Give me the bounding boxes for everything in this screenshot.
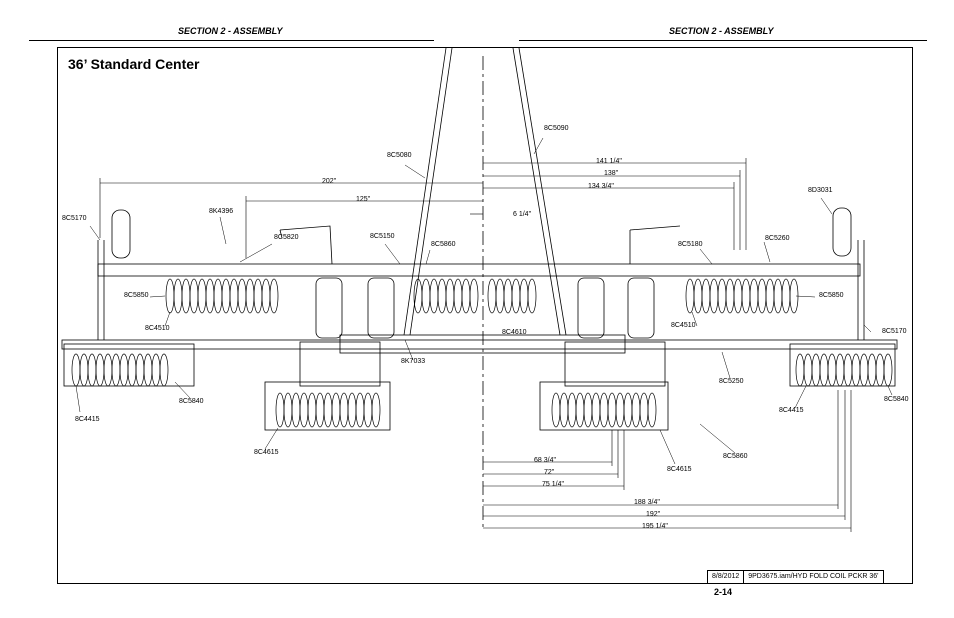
section-header-left: SECTION 2 - ASSEMBLY — [178, 26, 283, 36]
dim-72: 72" — [544, 469, 555, 476]
coil-bank-center-left-rear — [275, 392, 381, 428]
part-label-8c5840-right: 8C5840 — [884, 396, 909, 403]
dim-138: 138" — [604, 170, 619, 177]
dim-141: 141 1/4" — [596, 158, 622, 165]
dim-188: 188 3/4" — [634, 499, 660, 506]
part-label-8c4510-left: 8C4510 — [145, 325, 170, 332]
wheel-right — [832, 207, 852, 257]
part-label-8c4610: 8C4610 — [502, 329, 527, 336]
part-label-8k7033: 8K7033 — [401, 358, 426, 365]
part-label-8c5080: 8C5080 — [387, 152, 412, 159]
footer-info-box: 8/8/2012 9PD3675.iam/HYD FOLD COIL PCKR … — [707, 570, 884, 584]
coil-bank-left-upper — [165, 278, 279, 314]
part-label-8c5250: 8C5250 — [719, 378, 744, 385]
part-label-8c5850-right: 8C5850 — [819, 292, 844, 299]
coil-bank-right-rear — [795, 353, 893, 387]
hitch-arm-left — [403, 47, 447, 336]
part-label-8c4415-left: 8C4415 — [75, 416, 100, 423]
coil-bank-left-rear — [71, 353, 169, 387]
part-label-8c5180: 8C5180 — [678, 241, 703, 248]
hitch-arm-right — [512, 47, 561, 336]
coil-bank-center-right-rear — [551, 392, 657, 428]
dim-6: 6 1/4" — [513, 211, 532, 218]
rear-section-right — [539, 381, 669, 431]
drawing-frame — [57, 47, 913, 584]
part-label-8c5820: 8C5820 — [274, 234, 299, 241]
part-label-8k4396: 8K4396 — [209, 208, 234, 215]
dim-68: 68 3/4" — [534, 457, 556, 464]
part-label-8c5860-top: 8C5860 — [431, 241, 456, 248]
coil-bank-center — [413, 278, 537, 314]
header-rule-left — [29, 40, 434, 41]
rear-section-left — [264, 381, 391, 431]
part-label-8c5090: 8C5090 — [544, 125, 569, 132]
leader-lines — [75, 137, 893, 465]
part-label-8d3031: 8D3031 — [808, 187, 833, 194]
section-header-right: SECTION 2 - ASSEMBLY — [669, 26, 774, 36]
dimension-lines — [99, 158, 852, 532]
dim-202: 202" — [322, 178, 337, 185]
footer-file: 9PD3675.iam/HYD FOLD COIL PCKR 36' — [748, 573, 879, 580]
part-label-8c5170-left: 8C5170 — [62, 215, 87, 222]
dim-134: 134 3/4" — [588, 183, 614, 190]
dim-75: 75 1/4" — [542, 481, 564, 488]
part-label-8c4510-right: 8C4510 — [671, 322, 696, 329]
part-label-8c5260: 8C5260 — [765, 235, 790, 242]
part-label-8c5860-bottom: 8C5860 — [723, 453, 748, 460]
dim-195: 195 1/4" — [642, 523, 668, 530]
part-label-8c4615-left: 8C4615 — [254, 449, 279, 456]
page-title: 36’ Standard Center — [68, 56, 200, 72]
rear-frame-bar — [61, 339, 898, 350]
dim-192: 192" — [646, 511, 661, 518]
part-label-8c4415-right: 8C4415 — [779, 407, 804, 414]
part-label-8c5840-left: 8C5840 — [179, 398, 204, 405]
coil-bank-right-upper — [685, 278, 799, 314]
footer-date: 8/8/2012 — [708, 571, 745, 584]
header-rule-right — [519, 40, 927, 41]
part-label-8c4615-right: 8C4615 — [667, 466, 692, 473]
part-label-8c5150: 8C5150 — [370, 233, 395, 240]
wheel-left — [111, 209, 131, 259]
dim-125: 125" — [356, 196, 371, 203]
main-frame-bar — [97, 263, 861, 277]
part-label-8c5170-right: 8C5170 — [882, 328, 907, 335]
part-label-8c5850-left: 8C5850 — [124, 292, 149, 299]
page-number: 2-14 — [714, 587, 733, 597]
